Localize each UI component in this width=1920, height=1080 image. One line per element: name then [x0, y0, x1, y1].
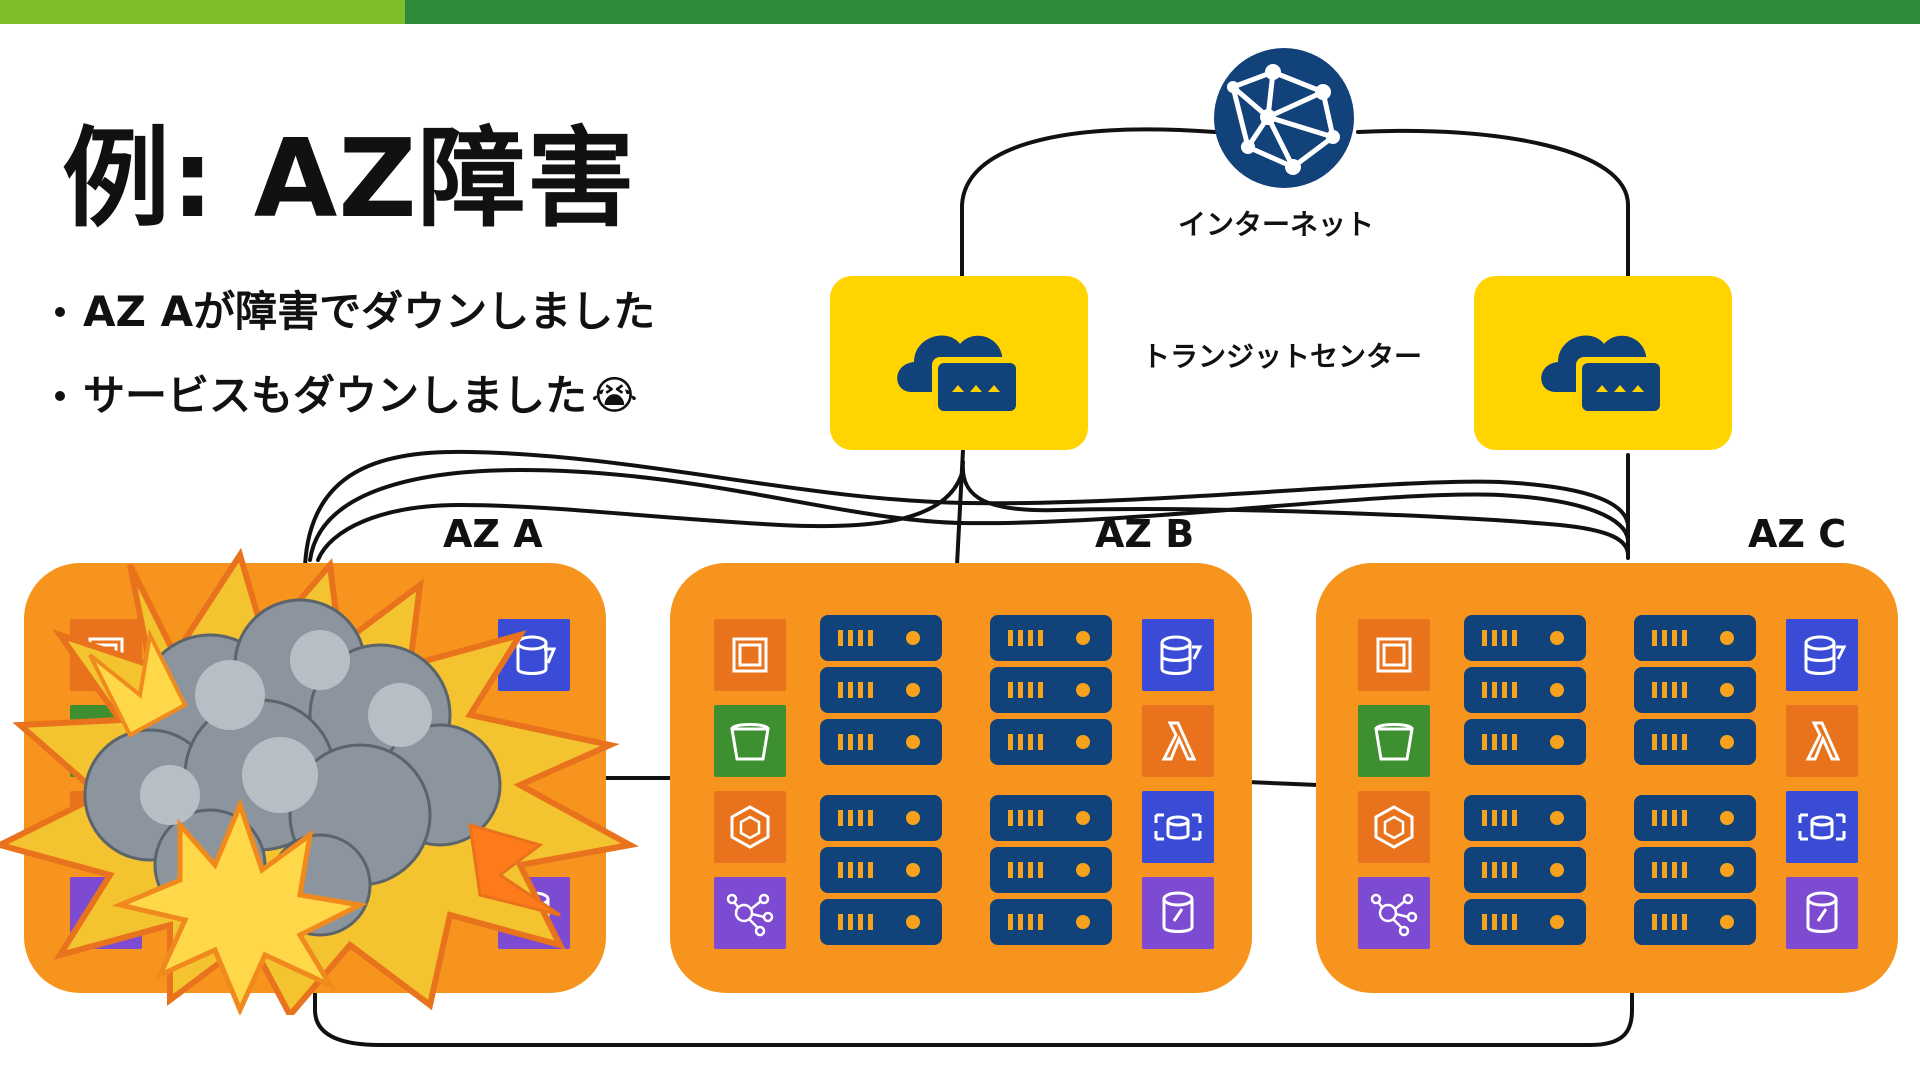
- ec2-icon: [714, 619, 786, 691]
- dynamodb-icon: [1786, 619, 1858, 691]
- az-c-box: [1316, 563, 1898, 993]
- server-rack-icon: [820, 615, 942, 661]
- dms-icon: [1786, 791, 1858, 863]
- bullet-text: AZ Aが障害でダウンしました: [83, 287, 656, 336]
- az-a-label: AZ A: [443, 512, 543, 556]
- az-b-label: AZ B: [1095, 512, 1195, 556]
- server-rack-icon: [990, 847, 1112, 893]
- server-rack-icon: [990, 719, 1112, 765]
- lambda-icon: [1786, 705, 1858, 777]
- server-rack-icon: [820, 667, 942, 713]
- ecs-icon: [1358, 791, 1430, 863]
- cloud-gateway-icon: [1541, 335, 1666, 417]
- ecs-icon: [714, 791, 786, 863]
- server-rack-icon: [1634, 795, 1756, 841]
- bullet-dot: [55, 307, 65, 317]
- rds-icon: [1786, 877, 1858, 949]
- server-rack-icon: [1634, 899, 1756, 945]
- s3-bucket-icon: [714, 705, 786, 777]
- az-c-label: AZ C: [1748, 512, 1847, 556]
- bullet-item: AZ Aが障害でダウンしました: [55, 270, 655, 354]
- server-rack-icon: [1464, 899, 1586, 945]
- graph-network-icon: [1358, 877, 1430, 949]
- server-rack-icon: [1464, 719, 1586, 765]
- transit-center-label: トランジットセンター: [1142, 340, 1423, 373]
- server-rack-icon: [820, 795, 942, 841]
- topbar-accent-light: [0, 0, 405, 24]
- server-rack-icon: [1634, 667, 1756, 713]
- bullet-text: サービスもダウンしました: [83, 371, 588, 420]
- server-rack-icon: [1464, 795, 1586, 841]
- server-rack-icon: [990, 795, 1112, 841]
- explosion-icon: [0, 547, 639, 1015]
- rds-icon: [1142, 877, 1214, 949]
- server-rack-icon: [820, 847, 942, 893]
- graph-network-icon: [714, 877, 786, 949]
- ec2-icon: [1358, 619, 1430, 691]
- s3-bucket-icon: [1358, 705, 1430, 777]
- server-rack-icon: [820, 719, 942, 765]
- server-rack-icon: [990, 667, 1112, 713]
- server-rack-icon: [1634, 847, 1756, 893]
- server-rack-icon: [1464, 847, 1586, 893]
- server-rack-icon: [990, 899, 1112, 945]
- transit-gateway-left: [830, 276, 1088, 450]
- server-rack-icon: [1464, 667, 1586, 713]
- dynamodb-icon: [1142, 619, 1214, 691]
- bullet-list: AZ Aが障害でダウンしました サービスもダウンしました 😭: [55, 270, 655, 438]
- crying-face-emoji: 😭: [591, 373, 638, 419]
- server-rack-icon: [990, 615, 1112, 661]
- bullet-dot: [55, 391, 65, 401]
- cloud-gateway-icon: [897, 335, 1022, 417]
- server-rack-icon: [820, 899, 942, 945]
- transit-gateway-right: [1474, 276, 1732, 450]
- slide-title: 例: AZ障害: [62, 117, 636, 242]
- server-rack-icon: [1464, 615, 1586, 661]
- internet-label: インターネット: [1178, 208, 1375, 241]
- server-rack-icon: [1634, 719, 1756, 765]
- az-b-box: [670, 563, 1252, 993]
- dms-icon: [1142, 791, 1214, 863]
- globe-network-icon: [1214, 48, 1354, 188]
- lambda-icon: [1142, 705, 1214, 777]
- topbar-accent-dark: [405, 0, 1920, 24]
- bullet-item: サービスもダウンしました 😭: [55, 354, 655, 438]
- server-rack-icon: [1634, 615, 1756, 661]
